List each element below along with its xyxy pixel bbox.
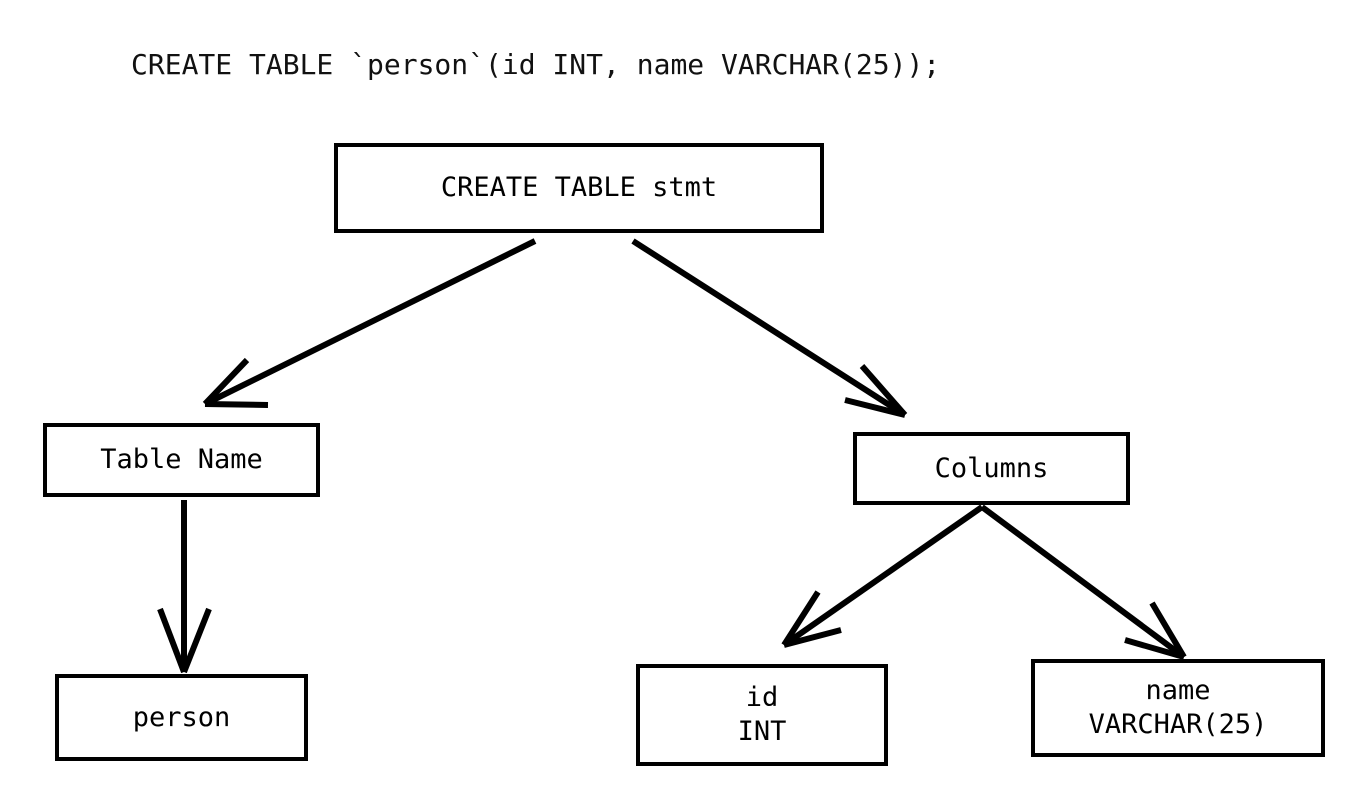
node-column-type: VARCHAR(25) <box>1088 709 1268 740</box>
node-columns[interactable]: Columns <box>853 432 1130 505</box>
node-column-name: id <box>745 682 779 713</box>
edge-root-to-columns <box>631 238 908 418</box>
sql-statement-caption: CREATE TABLE `person`(id INT, name VARCH… <box>131 48 941 81</box>
node-label: person <box>132 701 231 733</box>
node-column-name-varchar[interactable]: name VARCHAR(25) <box>1031 659 1325 757</box>
node-label: CREATE TABLE stmt <box>440 172 718 203</box>
edge-root-to-table-name <box>202 238 537 408</box>
node-column-type: INT <box>737 716 787 747</box>
node-label: Columns <box>934 452 1049 484</box>
node-column-name: name <box>1145 675 1211 706</box>
node-table-name[interactable]: Table Name <box>43 423 320 497</box>
node-person[interactable]: person <box>55 674 308 761</box>
edge-columns-to-column-name <box>980 504 1187 660</box>
node-column-id[interactable]: id INT <box>636 664 888 766</box>
edge-table-name-to-person <box>157 500 212 674</box>
node-create-table-stmt[interactable]: CREATE TABLE stmt <box>334 143 824 233</box>
node-label: Table Name <box>100 444 263 475</box>
edge-columns-to-column-id <box>781 504 984 648</box>
